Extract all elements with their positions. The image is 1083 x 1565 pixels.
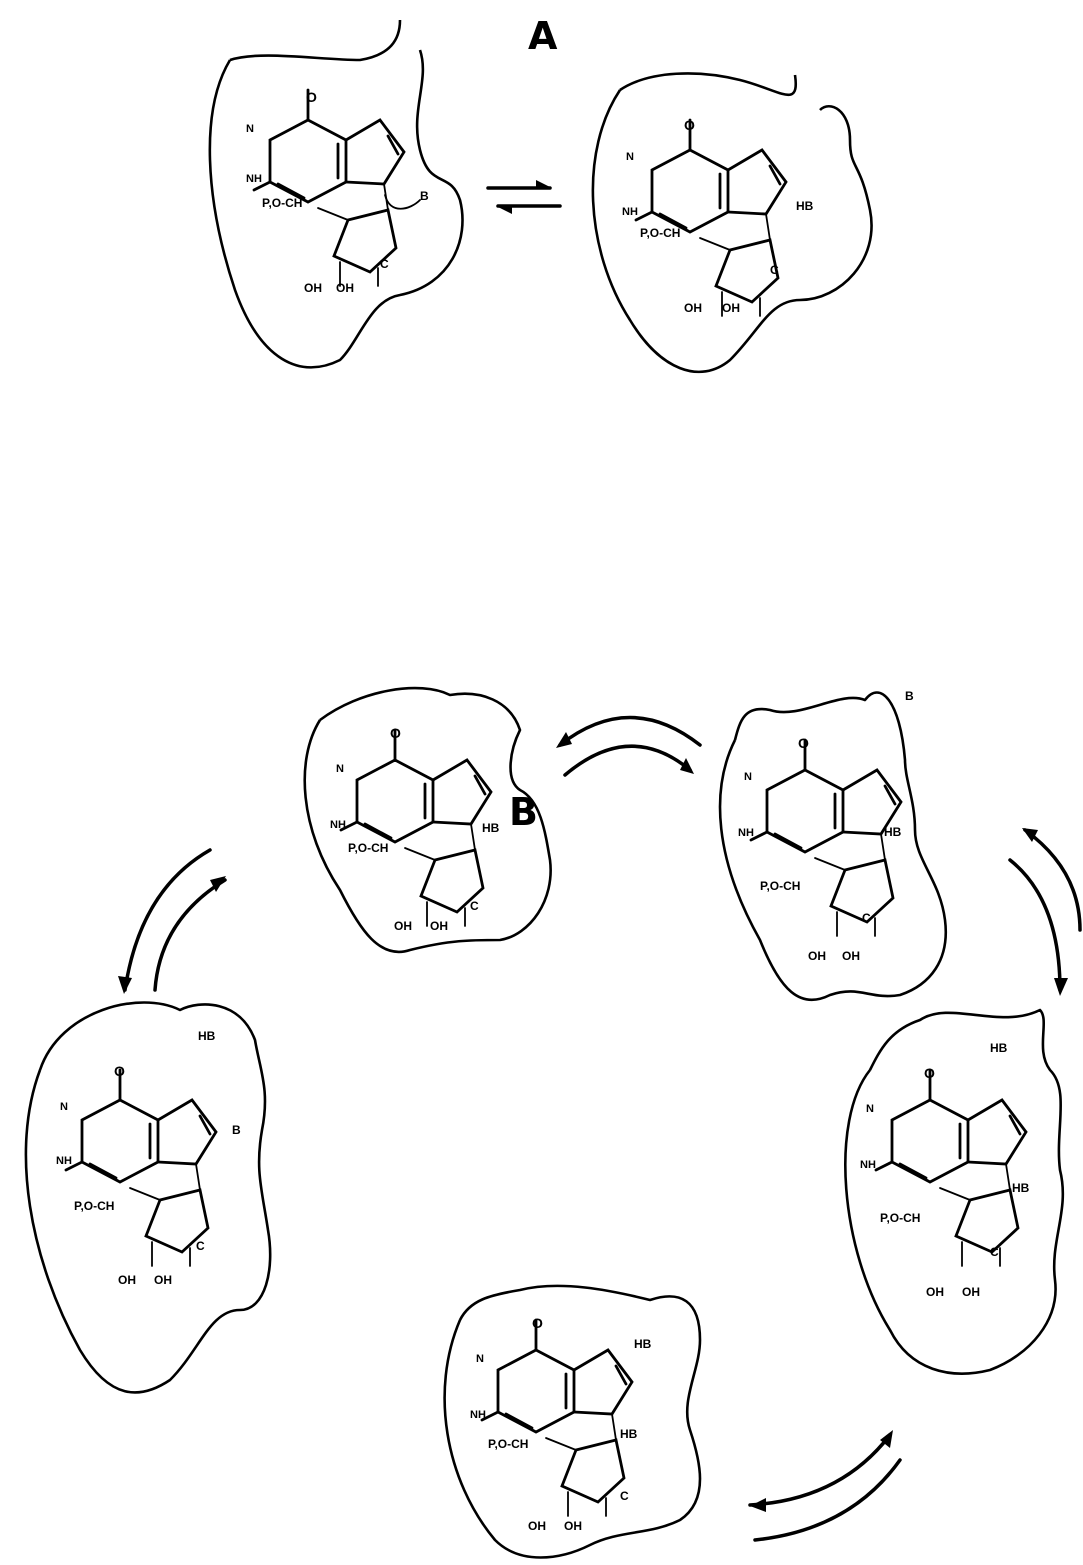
phosphate-label: P,O-CH bbox=[760, 879, 800, 893]
carbonyl-o-label: O bbox=[306, 89, 317, 105]
panel-b-complex-left: N NH P,O-CH OH OH O HB B C bbox=[26, 1003, 270, 1393]
hydroxyl-3-label: OH bbox=[154, 1273, 172, 1287]
phosphate-label: P,O-CH bbox=[262, 196, 302, 210]
hb-label: HB bbox=[1012, 1181, 1030, 1195]
amino-label: NH bbox=[470, 1409, 486, 1421]
hydroxyl-2-label: OH bbox=[684, 301, 702, 315]
enzyme-pocket-outline bbox=[720, 693, 946, 1000]
n1h-label: N bbox=[60, 1101, 68, 1113]
hydroxyl-2-label: OH bbox=[926, 1285, 944, 1299]
carboxylate-label: C bbox=[380, 257, 389, 271]
base-b-label: B bbox=[420, 189, 429, 203]
carbonyl-o-label: O bbox=[532, 1315, 543, 1331]
phosphate-label: P,O-CH bbox=[880, 1211, 920, 1225]
carbonyl-o-label: O bbox=[684, 117, 695, 133]
carboxylate-label: C bbox=[770, 263, 779, 277]
hydroxyl-3-label: OH bbox=[842, 949, 860, 963]
equilibrium-arrows-top bbox=[556, 718, 700, 776]
hb-label: HB bbox=[198, 1029, 216, 1043]
n1h-label: N bbox=[246, 123, 254, 135]
phosphate-label: P,O-CH bbox=[348, 841, 388, 855]
hb-label: HB bbox=[796, 199, 814, 213]
enzyme-pocket-outline bbox=[26, 1003, 270, 1393]
hydroxyl-2-label: OH bbox=[808, 949, 826, 963]
n1h-label: N bbox=[336, 763, 344, 775]
hydroxyl-2-label: OH bbox=[118, 1273, 136, 1287]
n1h-label: N bbox=[866, 1103, 874, 1115]
guanosine-structure bbox=[341, 730, 491, 926]
hb-label: HB bbox=[634, 1337, 652, 1351]
n1h-label: N bbox=[626, 151, 634, 163]
carboxylate-label: C bbox=[990, 1245, 999, 1259]
panel-a-complex-left: N NH P,O-CH OH OH O B C bbox=[210, 20, 463, 367]
base-b-label: B bbox=[232, 1123, 241, 1137]
hydroxyl-2-label: OH bbox=[394, 919, 412, 933]
amino-label: NH bbox=[330, 819, 346, 831]
enzyme-pocket-outline bbox=[845, 1010, 1063, 1374]
guanosine-structure bbox=[482, 1320, 632, 1516]
guanosine-structure bbox=[751, 740, 901, 936]
equilibrium-arrows-left bbox=[118, 850, 226, 994]
guanosine-structure bbox=[636, 120, 786, 316]
guanosine-structure bbox=[66, 1070, 216, 1266]
phosphate-label: P,O-CH bbox=[640, 226, 680, 240]
hb-label: HB bbox=[620, 1427, 638, 1441]
carbonyl-o-label: O bbox=[924, 1065, 935, 1081]
equilibrium-arrows-a bbox=[488, 180, 560, 214]
amino-label: NH bbox=[860, 1159, 876, 1171]
equilibrium-arrows-bottom bbox=[750, 1430, 900, 1540]
carbonyl-o-label: O bbox=[798, 735, 809, 751]
hb-label: HB bbox=[990, 1041, 1008, 1055]
hydroxyl-3-label: OH bbox=[336, 281, 354, 295]
carboxylate-label: C bbox=[470, 899, 479, 913]
carboxylate-label: C bbox=[862, 911, 871, 925]
panel-b-complex-right: N NH P,O-CH OH OH O HB HB C bbox=[845, 1010, 1063, 1374]
carbonyl-o-label: O bbox=[390, 725, 401, 741]
hydroxyl-3-label: OH bbox=[722, 301, 740, 315]
hydroxyl-2-label: OH bbox=[304, 281, 322, 295]
enzyme-pocket-outline bbox=[593, 73, 872, 371]
carboxylate-label: C bbox=[196, 1239, 205, 1253]
enzyme-pocket-outline bbox=[445, 1286, 700, 1558]
equilibrium-arrows-right bbox=[1010, 828, 1080, 996]
guanosine-structure bbox=[876, 1070, 1026, 1266]
hb-label: HB bbox=[884, 825, 902, 839]
phosphate-label: P,O-CH bbox=[74, 1199, 114, 1213]
panel-b-complex-top-left: N NH P,O-CH OH OH O HB C bbox=[305, 688, 551, 952]
panel-b-complex-bottom: N NH P,O-CH OH OH O HB HB C bbox=[445, 1286, 700, 1558]
base-b-label: B bbox=[905, 689, 914, 703]
amino-label: NH bbox=[56, 1155, 72, 1167]
panel-a-complex-right: N NH P,O-CH OH OH O HB C bbox=[593, 73, 872, 371]
amino-label: NH bbox=[246, 173, 262, 185]
panel-b-complex-top-right: N NH P,O-CH OH OH O HB B C bbox=[720, 689, 946, 1000]
hydroxyl-2-label: OH bbox=[528, 1519, 546, 1533]
carboxylate-label: C bbox=[620, 1489, 629, 1503]
amino-label: NH bbox=[622, 206, 638, 218]
carbonyl-o-label: O bbox=[114, 1063, 125, 1079]
hydroxyl-3-label: OH bbox=[430, 919, 448, 933]
hydroxyl-3-label: OH bbox=[962, 1285, 980, 1299]
amino-label: NH bbox=[738, 827, 754, 839]
hydroxyl-3-label: OH bbox=[564, 1519, 582, 1533]
hb-label: HB bbox=[482, 821, 500, 835]
n1h-label: N bbox=[476, 1353, 484, 1365]
phosphate-label: P,O-CH bbox=[488, 1437, 528, 1451]
n1h-label: N bbox=[744, 771, 752, 783]
